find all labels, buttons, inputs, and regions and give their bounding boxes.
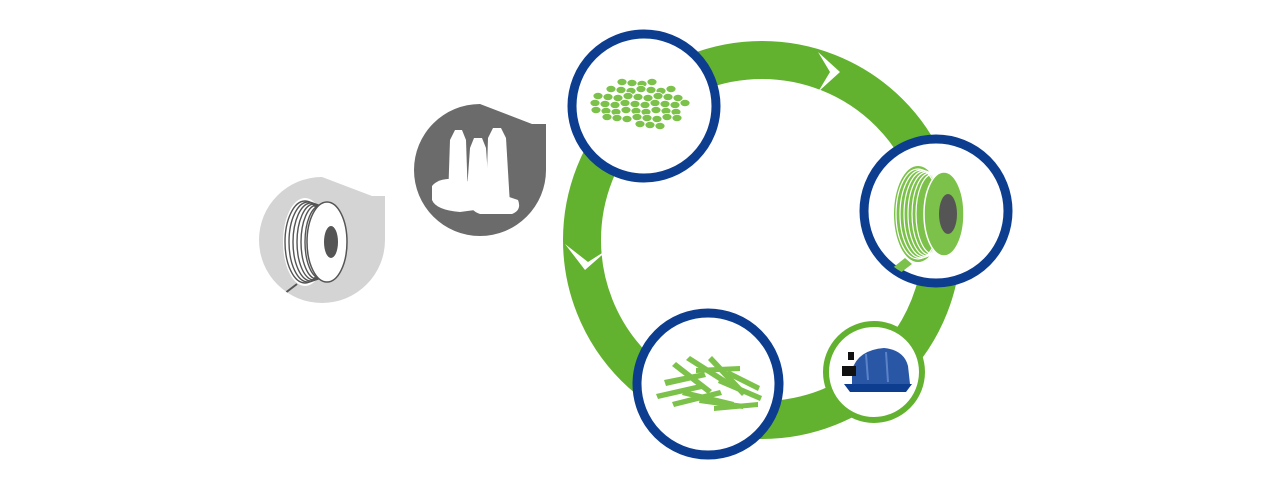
pellet <box>599 100 611 109</box>
pellet <box>652 92 664 101</box>
pellet <box>620 106 632 115</box>
used-spool-node <box>259 177 385 303</box>
pellet <box>592 92 604 101</box>
plastic-bottles-node <box>414 104 546 236</box>
printer-node <box>823 321 925 423</box>
pellet <box>605 85 617 94</box>
bottles-icon <box>432 128 520 214</box>
spool-icon <box>275 198 348 301</box>
pellet <box>654 122 666 131</box>
flakes-icon <box>656 356 762 411</box>
pellet <box>644 121 656 130</box>
pellet <box>650 106 662 115</box>
pellet <box>601 113 613 122</box>
pellet <box>662 93 674 102</box>
pellet <box>642 94 654 103</box>
pellet <box>629 100 641 109</box>
pellet <box>651 115 663 124</box>
pellet <box>669 101 681 110</box>
pellet <box>634 120 646 129</box>
pellet <box>589 99 601 108</box>
pellet <box>631 113 643 122</box>
pellet <box>646 78 658 87</box>
pellet <box>609 101 621 110</box>
cycle-arrow-top <box>818 52 840 92</box>
pellet <box>616 78 628 87</box>
pellet <box>679 99 691 108</box>
pellet <box>649 99 661 108</box>
pellet <box>621 115 633 124</box>
pellet <box>659 100 671 109</box>
pellet <box>665 85 677 94</box>
pellets-icon <box>589 78 691 131</box>
pellet <box>639 101 651 110</box>
pellet <box>645 86 657 95</box>
flakes-node <box>632 308 784 460</box>
pellet <box>672 94 684 103</box>
pellet <box>602 93 614 102</box>
printer-icon <box>842 348 912 392</box>
pellet <box>622 92 634 101</box>
cycle-arrow-left <box>565 244 610 270</box>
pellet <box>661 113 673 122</box>
pellet <box>611 114 623 123</box>
pellet <box>590 106 602 115</box>
pellet <box>626 79 638 88</box>
pellet <box>612 94 624 103</box>
flakes-ring <box>632 308 784 460</box>
pellet <box>671 114 683 123</box>
pellets-node <box>567 29 721 183</box>
pellet <box>615 86 627 95</box>
filament-spool-node <box>859 134 1013 288</box>
pellet <box>635 85 647 94</box>
pellet <box>619 99 631 108</box>
pellet <box>632 93 644 102</box>
pellet <box>641 114 653 123</box>
